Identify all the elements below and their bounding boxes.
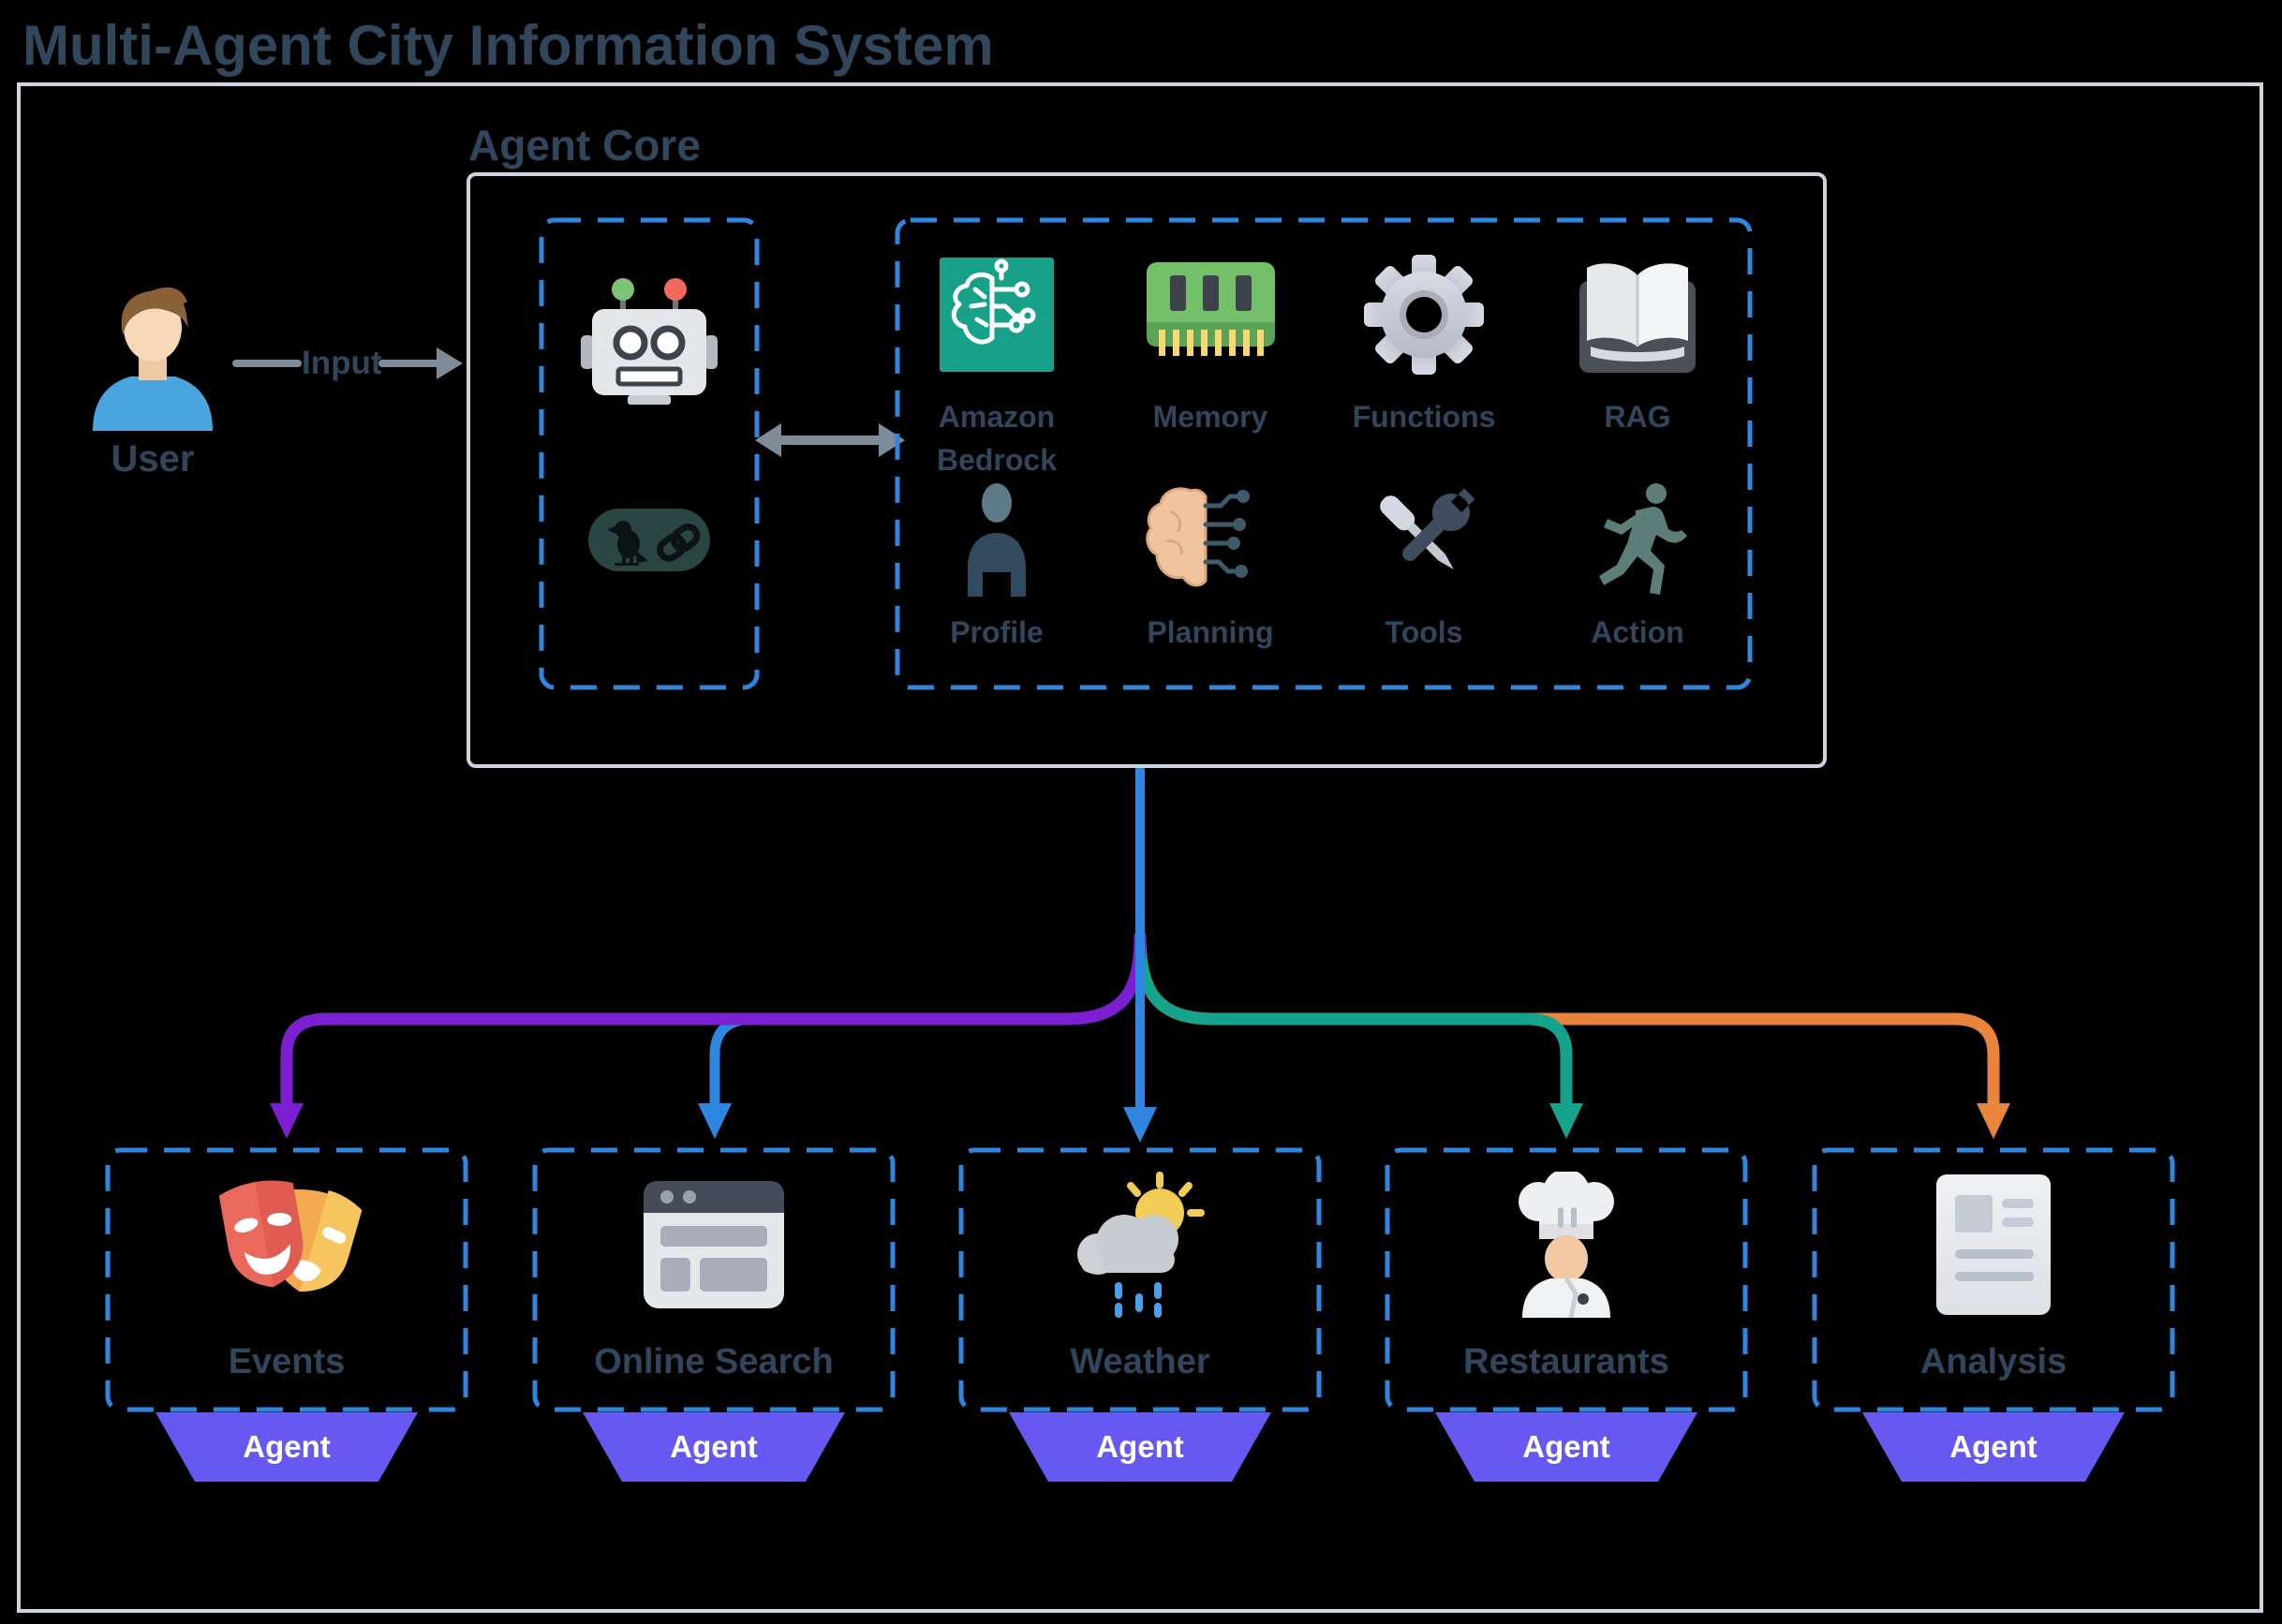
input-arrowhead xyxy=(437,347,463,379)
agent-badge-label: Agent xyxy=(1096,1429,1184,1464)
agent-core-box xyxy=(467,172,1827,768)
agent-box-label: Weather xyxy=(1070,1342,1210,1381)
agent-badge-label: Agent xyxy=(1522,1429,1610,1464)
arrowhead-analysis xyxy=(1977,1103,2010,1139)
agent-badge-restaurants: Agent xyxy=(1435,1412,1697,1482)
agent-badge-label: Agent xyxy=(1949,1429,2038,1464)
double-arrow-head-right xyxy=(879,423,905,457)
agent-badge-analysis: Agent xyxy=(1862,1412,2125,1482)
module-label: Tools xyxy=(1385,615,1463,649)
chef-icon xyxy=(1519,1172,1614,1318)
arrowhead-weather xyxy=(1123,1107,1157,1143)
person-silhouette-icon xyxy=(968,483,1026,597)
open-book-icon xyxy=(1579,263,1696,373)
page-title: Multi-Agent City Information System xyxy=(22,14,994,77)
agent-box-restaurants: Restaurants xyxy=(1385,1147,1748,1412)
module-memory: Memory xyxy=(1104,245,1317,438)
agent-box-weather: Weather xyxy=(958,1147,1322,1412)
langchain-icon xyxy=(588,509,710,571)
agent-box-label: Online Search xyxy=(594,1342,834,1381)
module-label: Memory xyxy=(1152,400,1268,434)
agent-box-online-search: Online Search xyxy=(532,1147,896,1412)
branch-restaurants xyxy=(1134,930,1573,1110)
agent-box-label: Analysis xyxy=(1919,1342,2067,1381)
branch-events xyxy=(280,930,1147,1110)
diagram-outer-border xyxy=(17,82,2263,1613)
brain-network-icon xyxy=(1146,487,1250,587)
module-action: Action xyxy=(1531,480,1744,654)
agent-badge-label: Agent xyxy=(243,1429,331,1464)
agent-box-analysis: Analysis xyxy=(1812,1147,2175,1412)
browser-window-icon xyxy=(644,1181,784,1308)
module-amazon-bedrock: Amazon Bedrock xyxy=(890,245,1104,482)
agent-badge-events: Agent xyxy=(156,1412,418,1482)
arrowhead-online-search xyxy=(698,1103,732,1139)
module-functions: Functions xyxy=(1317,245,1531,438)
robot-icon xyxy=(581,278,718,405)
report-document-icon xyxy=(1936,1174,2051,1315)
double-arrow-head-left xyxy=(755,423,781,457)
agent-box-label: Events xyxy=(228,1342,346,1381)
module-rag: RAG xyxy=(1531,245,1744,438)
wrench-screwdriver-icon xyxy=(1380,488,1475,569)
ram-chip-icon xyxy=(1146,262,1275,356)
module-planning: Planning xyxy=(1104,480,1317,654)
module-label: Planning xyxy=(1147,615,1274,649)
core-right-panel-border xyxy=(895,217,1753,690)
runner-icon xyxy=(1599,483,1687,595)
arrowhead-restaurants xyxy=(1549,1103,1583,1139)
module-label: Action xyxy=(1591,615,1684,649)
gear-icon xyxy=(1364,255,1484,375)
theater-masks-icon xyxy=(218,1180,363,1292)
core-left-panel-border xyxy=(539,217,760,690)
sun-rain-cloud-icon xyxy=(1077,1172,1205,1318)
module-label: Profile xyxy=(950,615,1044,649)
agent-box-events: Events xyxy=(105,1147,468,1412)
agent-core-label: Agent Core xyxy=(468,121,701,170)
agent-badge-online-search: Agent xyxy=(583,1412,845,1482)
user-label: User xyxy=(111,438,195,480)
module-label: Amazon Bedrock xyxy=(936,400,1058,478)
module-tools: Tools xyxy=(1317,480,1531,654)
user-avatar-icon xyxy=(93,287,213,431)
input-arrow-label: Input xyxy=(302,345,382,381)
module-label: RAG xyxy=(1604,400,1671,434)
module-profile: Profile xyxy=(890,480,1104,654)
agent-badge-label: Agent xyxy=(670,1429,758,1464)
module-label: Functions xyxy=(1352,400,1496,434)
brain-circuit-icon xyxy=(940,258,1054,372)
agent-badge-weather: Agent xyxy=(1009,1412,1271,1482)
agent-box-label: Restaurants xyxy=(1463,1342,1669,1381)
arrowhead-events xyxy=(270,1103,304,1139)
